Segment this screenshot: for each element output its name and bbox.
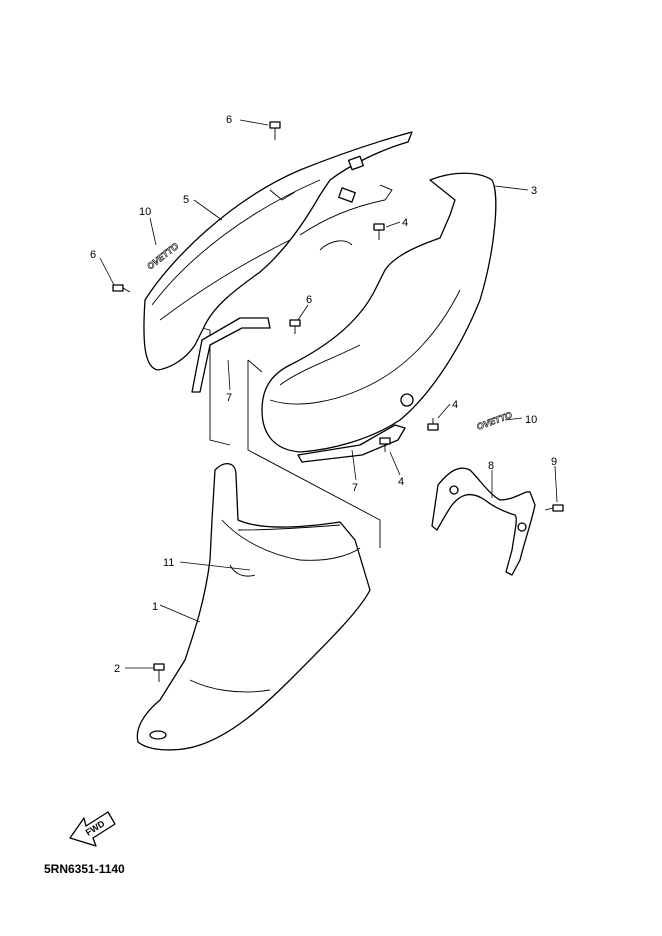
- lower-cover: [136, 463, 371, 751]
- callout-6: 6: [90, 249, 96, 261]
- leader-lines: [99, 119, 558, 669]
- callout-9: 9: [551, 456, 557, 468]
- screw-4-right: [427, 418, 439, 431]
- callout-5: 5: [183, 194, 189, 206]
- callout-7: 7: [226, 392, 232, 404]
- right-side-cover: [261, 172, 497, 453]
- screw-4-top: [373, 223, 385, 240]
- bracket-left: [191, 317, 271, 393]
- callout-3: 3: [531, 185, 537, 197]
- screw-6-mid: [289, 319, 301, 334]
- callout-2: 2: [114, 663, 120, 675]
- diagram-code: 5RN6351-1140: [44, 862, 125, 876]
- screw-6-left: [112, 284, 131, 293]
- left-side-cover: [143, 131, 413, 371]
- callout-10: 10: [525, 414, 537, 426]
- screw-4-bottom: [379, 437, 391, 452]
- screw-2: [153, 663, 165, 682]
- bracket-right: [297, 424, 406, 463]
- callout-6: 6: [306, 294, 312, 306]
- callout-11: 11: [163, 557, 174, 569]
- callout-4: 4: [398, 476, 404, 488]
- callout-4: 4: [452, 399, 458, 411]
- callout-10: 10: [139, 206, 151, 218]
- screw-6-top: [269, 121, 281, 140]
- emblem-right-text: OVETTO: [475, 410, 513, 432]
- fwd-arrow: FWD: [69, 811, 116, 847]
- emblem-right: OVETTO: [475, 410, 514, 433]
- callout-1: 1: [152, 601, 158, 613]
- screw-9: [544, 504, 564, 512]
- callout-4: 4: [402, 217, 408, 229]
- callouts: 6 5 10 6 6 7 3 4 4 10 4 7 8 9 11 1 2: [90, 114, 557, 675]
- callout-7: 7: [352, 482, 358, 494]
- rear-bracket: [431, 467, 536, 576]
- callout-6: 6: [226, 114, 232, 126]
- callout-8: 8: [488, 460, 494, 472]
